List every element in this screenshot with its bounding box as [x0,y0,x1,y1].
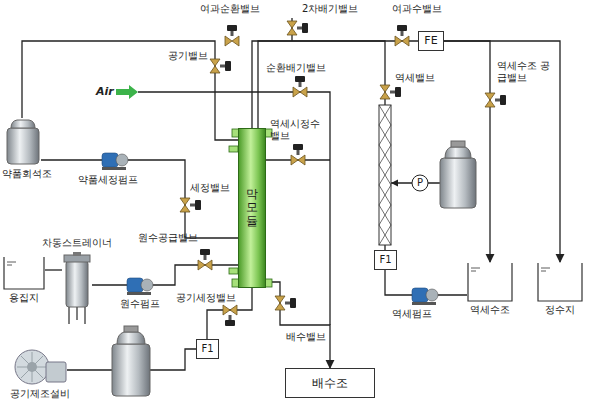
chemical-tank [440,141,476,208]
filter-box: F1 [374,250,397,270]
pipe-connector [252,41,418,128]
strainer: 차동스트레이너 [62,252,92,324]
pump-label: 역세펌프 [392,308,432,320]
valve-symbol [180,21,506,326]
clear-well: 정수지 [537,262,583,302]
node-label: 용집지 [9,292,39,304]
valve-label: 여과수밸브 [392,3,442,15]
module-flange [229,129,272,287]
raw-water-basin: 용집지 [3,256,45,290]
air-shape [12,348,67,386]
pipe-connector [258,41,385,250]
valve-label: 순환배기밸브 [266,62,326,74]
flow-meter-box: FE [418,31,444,51]
pipe-connector [266,282,330,368]
pipe-connector [41,160,238,238]
valve-label: 2차배기밸브 [302,3,358,15]
node-label: 약품회석조 [2,168,52,180]
pipe [138,18,440,325]
basin-shape [537,262,583,302]
pump-label: 약품세정펌프 [78,174,138,186]
strainer-shape [62,252,92,324]
pipe-connector [444,41,490,262]
node-label: F1 [201,343,213,354]
valve-label: 세정밸브 [190,182,230,194]
valve-label: 역세수조 공급밸브 [497,60,553,84]
node-label: 배수조 [312,376,348,390]
node-label: 막모듈 [246,188,258,228]
node-label: 차동스트레이너 [42,237,112,249]
pipe-connector [444,41,560,262]
valve-label: 원수공급밸브 [138,232,198,244]
dosing-pump-symbol [412,175,428,191]
valve-label: 공기밸브 [168,50,208,62]
air-receiver-tank [112,326,150,396]
basin-shape [467,262,513,302]
node-label: 정수지 [545,304,575,316]
node-label: F1 [379,254,391,265]
pump-symbol-letter: P [417,177,423,189]
membrane-module: 막모듈 [238,128,266,288]
valve-label: 역세시정수 밸브 [270,118,326,142]
valve-label: 여과순환밸브 [200,3,260,15]
node-label: 공기제조설비 [10,388,70,400]
valve-label: 역세밸브 [395,72,435,84]
pipe-connector [45,269,62,270]
pump-label: 원수펌프 [120,298,160,310]
drain-tank: 배수조 [285,368,375,398]
heat-exchanger [379,105,391,245]
valve-label: 공기세정밸브 [176,292,236,304]
pipe-connector [92,265,238,285]
air-label: Air [96,85,114,99]
node-label: FE [424,34,437,47]
tank-shape [5,118,41,166]
pipe-connector [22,41,238,140]
basin-shape [3,256,45,290]
node-label: 역세수조 [470,304,510,316]
pump-symbol [102,153,438,305]
dilution-tank: 약품회석조 [5,118,41,166]
backwash-tank: 역세수조 [467,262,513,302]
valve-label: 배수밸브 [286,331,326,343]
air-arrow [116,85,138,99]
air-supply-unit: 공기제조설비 [12,348,67,386]
filter-box: F1 [196,339,219,359]
arrow-head [391,180,398,187]
